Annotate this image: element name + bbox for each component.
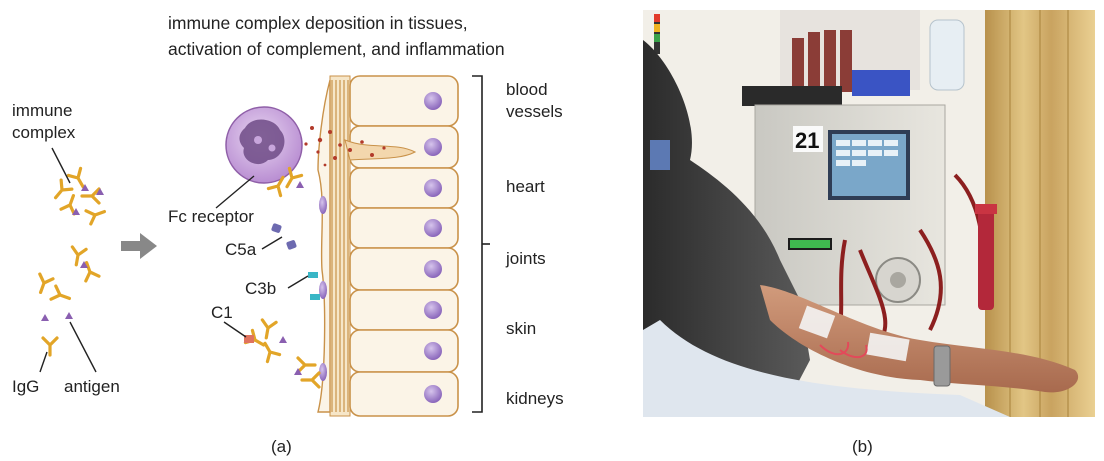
antigen-particle [65,312,73,319]
c5a-fragments [271,223,297,250]
tissue-cell-layer [318,76,458,416]
tissue-bracket [472,76,490,412]
small-immune-complex [69,247,99,281]
antigen-particle [41,314,49,321]
machine-number: 21 [795,128,819,153]
right-arrow-icon [121,233,157,259]
c3b-fragments [308,272,320,300]
dialysis-photo: 21 [643,10,1095,417]
immune-complex-cluster [50,168,107,224]
free-antibody [34,274,72,355]
c1-complex [244,320,287,362]
